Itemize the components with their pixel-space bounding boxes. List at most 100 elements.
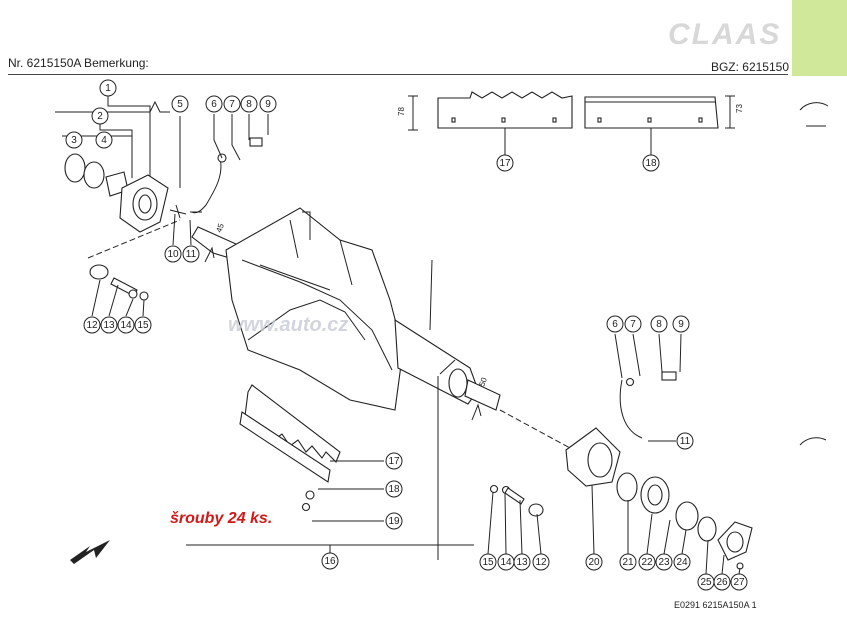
callout-label: 12 bbox=[535, 557, 547, 568]
callout-c14a: 14 bbox=[117, 316, 135, 334]
callout-c6b: 6 bbox=[606, 315, 624, 333]
callout-c19: 19 bbox=[385, 512, 403, 530]
callout-label: 17 bbox=[388, 456, 400, 467]
callout-circle bbox=[479, 553, 497, 571]
centre-line-right bbox=[499, 409, 571, 449]
callout-c9a: 9 bbox=[259, 95, 277, 113]
callout-c26: 26 bbox=[713, 573, 731, 591]
callout-circle bbox=[730, 573, 748, 591]
callout-label: 3 bbox=[71, 135, 77, 146]
watermark: www.auto.cz bbox=[228, 314, 349, 336]
callout-label: 4 bbox=[101, 135, 107, 146]
callout-circle bbox=[385, 512, 403, 530]
blade-strip-18 bbox=[239, 411, 331, 512]
callout-circle bbox=[496, 154, 514, 172]
callout-c27: 27 bbox=[730, 573, 748, 591]
callout-circle bbox=[99, 79, 117, 97]
binder-hole-top bbox=[799, 102, 829, 127]
callout-c8b: 8 bbox=[650, 315, 668, 333]
callout-label: 1 bbox=[105, 83, 111, 94]
callout-circle bbox=[638, 553, 656, 571]
callout-label: 12 bbox=[86, 320, 98, 331]
callout-label: 17 bbox=[499, 158, 511, 169]
dimension-50: 50 bbox=[477, 376, 489, 388]
claas-logo: CLAAS bbox=[668, 18, 782, 51]
callout-c21: 21 bbox=[619, 553, 637, 571]
callout-c5: 5 bbox=[171, 95, 189, 113]
callout-label: 11 bbox=[680, 436, 691, 447]
callout-c16: 16 bbox=[321, 552, 339, 570]
callout-label: 15 bbox=[137, 320, 149, 331]
callout-circle bbox=[532, 553, 550, 571]
blade-profile-17 bbox=[408, 91, 573, 156]
callout-c18a: 18 bbox=[642, 154, 660, 172]
bolt-count-note: šrouby 24 ks. bbox=[170, 510, 273, 527]
drawing-code: E0291 6215A150A 1 bbox=[674, 600, 757, 610]
callout-c11a: 11 bbox=[182, 245, 200, 263]
callout-label: 15 bbox=[482, 557, 494, 568]
callout-label: 14 bbox=[500, 557, 512, 568]
callout-label: 18 bbox=[645, 158, 657, 169]
callout-circle bbox=[672, 315, 690, 333]
callout-c17b: 17 bbox=[385, 452, 403, 470]
callout-circle bbox=[585, 553, 603, 571]
callout-label: 8 bbox=[656, 319, 662, 330]
callout-label: 13 bbox=[103, 320, 115, 331]
callout-circle bbox=[205, 95, 223, 113]
bgz-header: BGZ: 6215150 bbox=[710, 60, 789, 74]
callout-circle bbox=[65, 131, 83, 149]
bracket-group-1 bbox=[55, 95, 170, 195]
callout-circle bbox=[240, 95, 258, 113]
callout-c11b: 11 bbox=[676, 432, 694, 450]
callout-c3: 3 bbox=[65, 131, 83, 149]
callout-c13a: 13 bbox=[100, 316, 118, 334]
callout-c14b: 14 bbox=[497, 553, 515, 571]
callout-label: 20 bbox=[588, 557, 600, 568]
callout-circle bbox=[619, 553, 637, 571]
callout-c22: 22 bbox=[638, 553, 656, 571]
dimension-73: 73 bbox=[735, 104, 744, 113]
right-bolt-group bbox=[489, 484, 544, 517]
callout-circle bbox=[713, 573, 731, 591]
callout-c15b: 15 bbox=[479, 553, 497, 571]
callout-c2: 2 bbox=[91, 107, 109, 125]
callout-c10: 10 bbox=[164, 245, 182, 263]
callout-c18b: 18 bbox=[385, 480, 403, 498]
callout-label: 23 bbox=[658, 557, 670, 568]
callout-label: 26 bbox=[716, 577, 728, 588]
callout-circle bbox=[655, 553, 673, 571]
callout-label: 13 bbox=[516, 557, 528, 568]
callout-circle bbox=[134, 316, 152, 334]
callout-label: 8 bbox=[246, 99, 252, 110]
callout-label: 22 bbox=[641, 557, 653, 568]
page-tab bbox=[792, 0, 847, 76]
callout-circle bbox=[385, 480, 403, 498]
callout-label: 9 bbox=[678, 319, 684, 330]
callout-label: 14 bbox=[120, 320, 132, 331]
callout-label: 16 bbox=[324, 556, 336, 567]
callout-c4: 4 bbox=[95, 131, 113, 149]
left-bearing-assembly bbox=[64, 137, 263, 233]
callout-circle bbox=[91, 107, 109, 125]
callout-circle bbox=[650, 315, 668, 333]
callout-circle bbox=[321, 552, 339, 570]
callout-label: 18 bbox=[388, 484, 400, 495]
callout-c1: 1 bbox=[99, 79, 117, 97]
dimension-45: 45 bbox=[214, 222, 226, 234]
callout-circle bbox=[164, 245, 182, 263]
callout-c7b: 7 bbox=[624, 315, 642, 333]
centre-line-left bbox=[87, 219, 181, 259]
callout-c12a: 12 bbox=[83, 316, 101, 334]
right-bearing-assembly bbox=[565, 371, 753, 570]
callout-circle bbox=[606, 315, 624, 333]
callout-label: 19 bbox=[388, 516, 400, 527]
callout-c24: 24 bbox=[673, 553, 691, 571]
direction-arrow-icon bbox=[70, 540, 110, 564]
callout-c12b: 12 bbox=[532, 553, 550, 571]
dimension-78: 78 bbox=[397, 107, 406, 116]
callout-circle bbox=[259, 95, 277, 113]
callout-label: 27 bbox=[733, 577, 745, 588]
callout-circle bbox=[95, 131, 113, 149]
dimension-45-arrow bbox=[204, 246, 215, 263]
callout-c8a: 8 bbox=[240, 95, 258, 113]
